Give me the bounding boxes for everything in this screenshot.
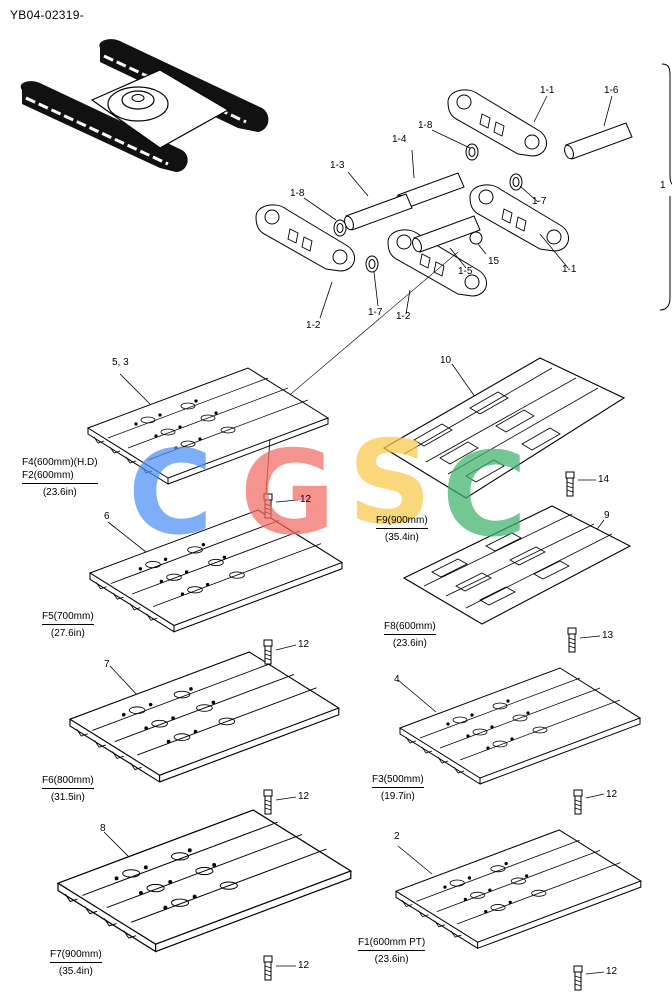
caption-f3-line2: (19.7in) bbox=[380, 791, 415, 802]
caption-f7-line2: (35.4in) bbox=[58, 966, 93, 977]
bushing-1-3 bbox=[342, 193, 413, 232]
caption-f5-line1: F5(700mm) bbox=[42, 611, 94, 622]
caption-f8: F8(600mm) (23.6in) bbox=[384, 620, 436, 650]
callout-1-7-right: 1-7 bbox=[532, 196, 547, 207]
ring-1-7-left bbox=[365, 255, 379, 273]
bolt-12-f bbox=[573, 965, 583, 991]
ring-1-7-right bbox=[509, 173, 523, 191]
leader-lines bbox=[103, 95, 613, 875]
caption-f1-rule bbox=[358, 950, 426, 951]
caption-f7-line1: F7(900mm) bbox=[50, 949, 102, 960]
callout-1-6: 1-6 bbox=[604, 85, 619, 96]
watermark-letter-g: G bbox=[240, 426, 336, 561]
caption-f8-line1: F8(600mm) bbox=[384, 621, 436, 632]
bushing-1-5 bbox=[410, 215, 481, 254]
caption-f5-line2: (27.6in) bbox=[50, 628, 85, 639]
nut-15 bbox=[469, 231, 483, 245]
caption-f5: F5(700mm) (27.6in) bbox=[42, 610, 94, 640]
caption-f4-line2: F2(600mm) bbox=[22, 470, 74, 481]
caption-f1-line1: F1(600mm PT) bbox=[358, 937, 426, 948]
callout-9: 9 bbox=[604, 510, 610, 521]
caption-f7: F7(900mm) (35.4in) bbox=[50, 948, 102, 978]
callout-7: 7 bbox=[104, 659, 110, 670]
caption-f9: F9(900mm) (35.4in) bbox=[376, 514, 428, 544]
caption-f4-f2: F4(600mm)(H.D) F2(600mm) (23.6in) bbox=[22, 456, 98, 499]
callout-5-3: 5, 3 bbox=[112, 357, 129, 368]
link-1-1-upper bbox=[447, 89, 548, 157]
caption-f4-line1: F4(600mm)(H.D) bbox=[22, 457, 98, 468]
bolt-12-d bbox=[573, 789, 583, 815]
callout-1-2-mid: 1-2 bbox=[396, 311, 411, 322]
caption-f1: F1(600mm PT) (23.6in) bbox=[358, 936, 426, 966]
ring-1-8-upper bbox=[465, 143, 479, 161]
callout-2: 2 bbox=[394, 831, 400, 842]
shoe-f6 bbox=[69, 651, 340, 783]
ring-1-8-left bbox=[333, 219, 347, 237]
callout-1-8-upper: 1-8 bbox=[418, 120, 433, 131]
callout-1-1-lower: 1-1 bbox=[562, 264, 577, 275]
callout-12-d: 12 bbox=[606, 789, 618, 800]
callout-6: 6 bbox=[104, 511, 110, 522]
caption-f3: F3(500mm) (19.7in) bbox=[372, 773, 424, 803]
shoe-f9 bbox=[382, 357, 626, 499]
crawler-undercarriage-illustration bbox=[20, 39, 269, 172]
callout-13: 13 bbox=[602, 630, 614, 641]
caption-f9-line1: F9(900mm) bbox=[376, 515, 428, 526]
shoe-f1 bbox=[395, 829, 642, 949]
callout-1-1-upper: 1-1 bbox=[540, 85, 555, 96]
bolt-12-b bbox=[263, 639, 273, 665]
callout-10: 10 bbox=[440, 355, 452, 366]
callout-assembly-1: 1 bbox=[660, 180, 666, 191]
caption-f9-line2: (35.4in) bbox=[384, 532, 419, 543]
caption-f8-rule bbox=[384, 634, 436, 635]
link-1-2-left bbox=[255, 204, 356, 272]
shoe-f3 bbox=[399, 667, 641, 785]
callout-4: 4 bbox=[394, 674, 400, 685]
callout-14: 14 bbox=[598, 474, 610, 485]
caption-f4-rule bbox=[22, 483, 98, 484]
bolt-leaders bbox=[275, 479, 605, 975]
bolt-13 bbox=[567, 627, 577, 653]
shoe-f8 bbox=[402, 505, 632, 625]
caption-f8-line2: (23.6in) bbox=[392, 638, 427, 649]
caption-f3-line1: F3(500mm) bbox=[372, 774, 424, 785]
watermark-letter-c2: C bbox=[442, 428, 528, 563]
callout-1-5: 1-5 bbox=[458, 266, 473, 277]
caption-f5-rule bbox=[42, 624, 94, 625]
watermark-letter-c1: C bbox=[128, 426, 214, 561]
caption-f6-line2: (31.5in) bbox=[50, 792, 85, 803]
caption-f9-rule bbox=[376, 528, 428, 529]
callout-12-a: 12 bbox=[300, 494, 312, 505]
caption-f6: F6(800mm) (31.5in) bbox=[42, 774, 94, 804]
callout-12-f: 12 bbox=[606, 966, 618, 977]
callout-1-2-left: 1-2 bbox=[306, 320, 321, 331]
callout-1-4: 1-4 bbox=[392, 134, 407, 145]
caption-f7-rule bbox=[50, 962, 102, 963]
track-link-exploded-view bbox=[255, 63, 672, 311]
caption-f3-rule bbox=[372, 787, 424, 788]
bolt-14 bbox=[565, 471, 575, 497]
caption-f1-line2: (23.6in) bbox=[374, 954, 409, 965]
bolt-12-c bbox=[263, 789, 273, 815]
callout-1-8-left: 1-8 bbox=[290, 188, 305, 199]
pin-1-6 bbox=[562, 122, 633, 161]
caption-f6-rule bbox=[42, 788, 94, 789]
callout-1-3: 1-3 bbox=[330, 160, 345, 171]
link-1-1-lower bbox=[469, 184, 570, 252]
callout-8: 8 bbox=[100, 823, 106, 834]
assembly-brace bbox=[659, 63, 672, 311]
caption-f4-line3: (23.6in) bbox=[42, 487, 77, 498]
bolt-12-e bbox=[263, 955, 273, 981]
callout-12-c: 12 bbox=[298, 791, 310, 802]
callout-12-b: 12 bbox=[298, 639, 310, 650]
callout-12-e: 12 bbox=[298, 960, 310, 971]
caption-f6-line1: F6(800mm) bbox=[42, 775, 94, 786]
callout-15: 15 bbox=[488, 256, 500, 267]
callout-1-7-left: 1-7 bbox=[368, 307, 383, 318]
document-code: YB04-02319- bbox=[10, 8, 85, 22]
